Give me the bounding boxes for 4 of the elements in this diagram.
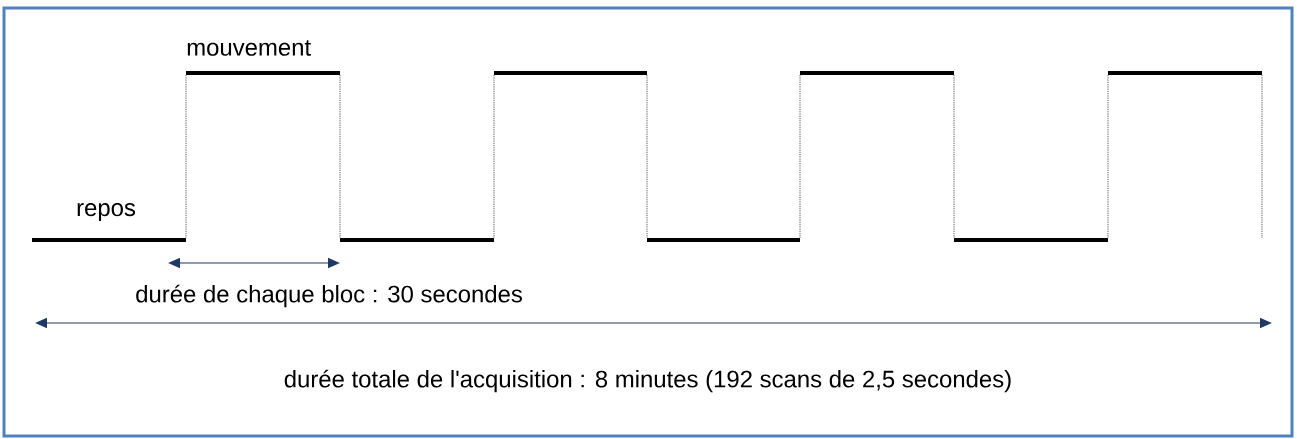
label-text: mouvement [187,40,311,56]
label-text: repos [77,203,136,221]
label-text: durée totale de l'acquisition : 8 minutes (192 scans de 2,5 secondes) [284,369,1011,393]
label-text: durée de chaque bloc : 30 secondes [136,284,522,308]
